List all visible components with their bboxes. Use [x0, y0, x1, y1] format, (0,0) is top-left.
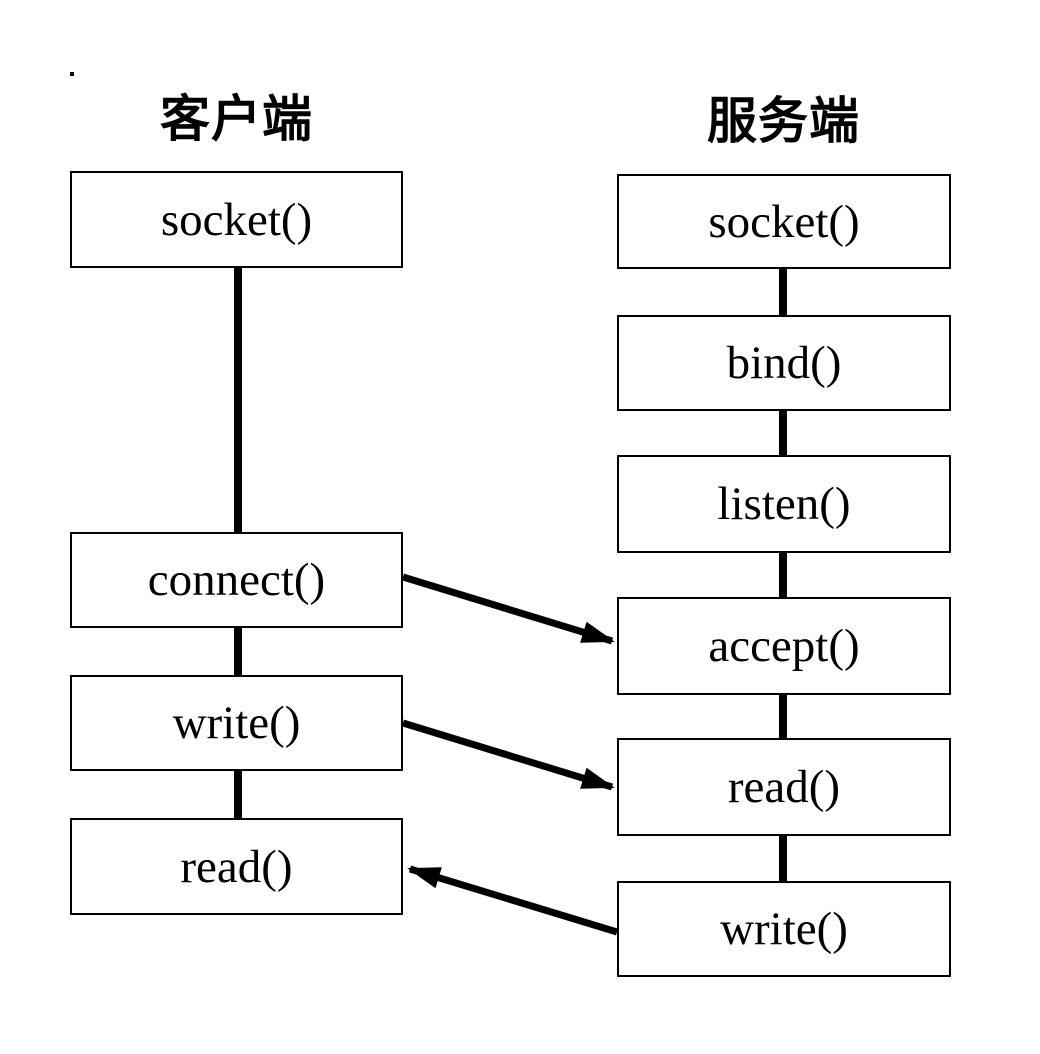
client-column-title: 客户端	[160, 90, 313, 148]
server-accept-box: accept()	[617, 597, 951, 695]
arrow-connect-to-accept	[401, 573, 615, 645]
scan-speck	[70, 72, 74, 76]
client-write-box: write()	[70, 675, 403, 771]
client-connector-connect-write	[234, 628, 242, 675]
arrow-serverwrite-to-clientread	[407, 865, 619, 936]
client-socket-box: socket()	[70, 171, 403, 268]
client-connector-socket-connect	[234, 268, 242, 532]
client-connector-write-read	[234, 771, 242, 818]
server-connector-bind-listen	[779, 411, 787, 455]
server-write-box: write()	[617, 881, 951, 977]
server-connector-listen-accept	[779, 553, 787, 597]
arrow-write-to-read	[401, 719, 615, 791]
server-column-title: 服务端	[707, 92, 860, 150]
server-bind-box: bind()	[617, 315, 951, 411]
client-connect-box: connect()	[70, 532, 403, 628]
server-connector-socket-bind	[779, 269, 787, 315]
client-read-box: read()	[70, 818, 403, 915]
server-read-box: read()	[617, 738, 951, 836]
server-listen-box: listen()	[617, 455, 951, 553]
server-socket-box: socket()	[617, 174, 951, 269]
server-connector-read-write	[779, 836, 787, 881]
server-connector-accept-read	[779, 695, 787, 738]
